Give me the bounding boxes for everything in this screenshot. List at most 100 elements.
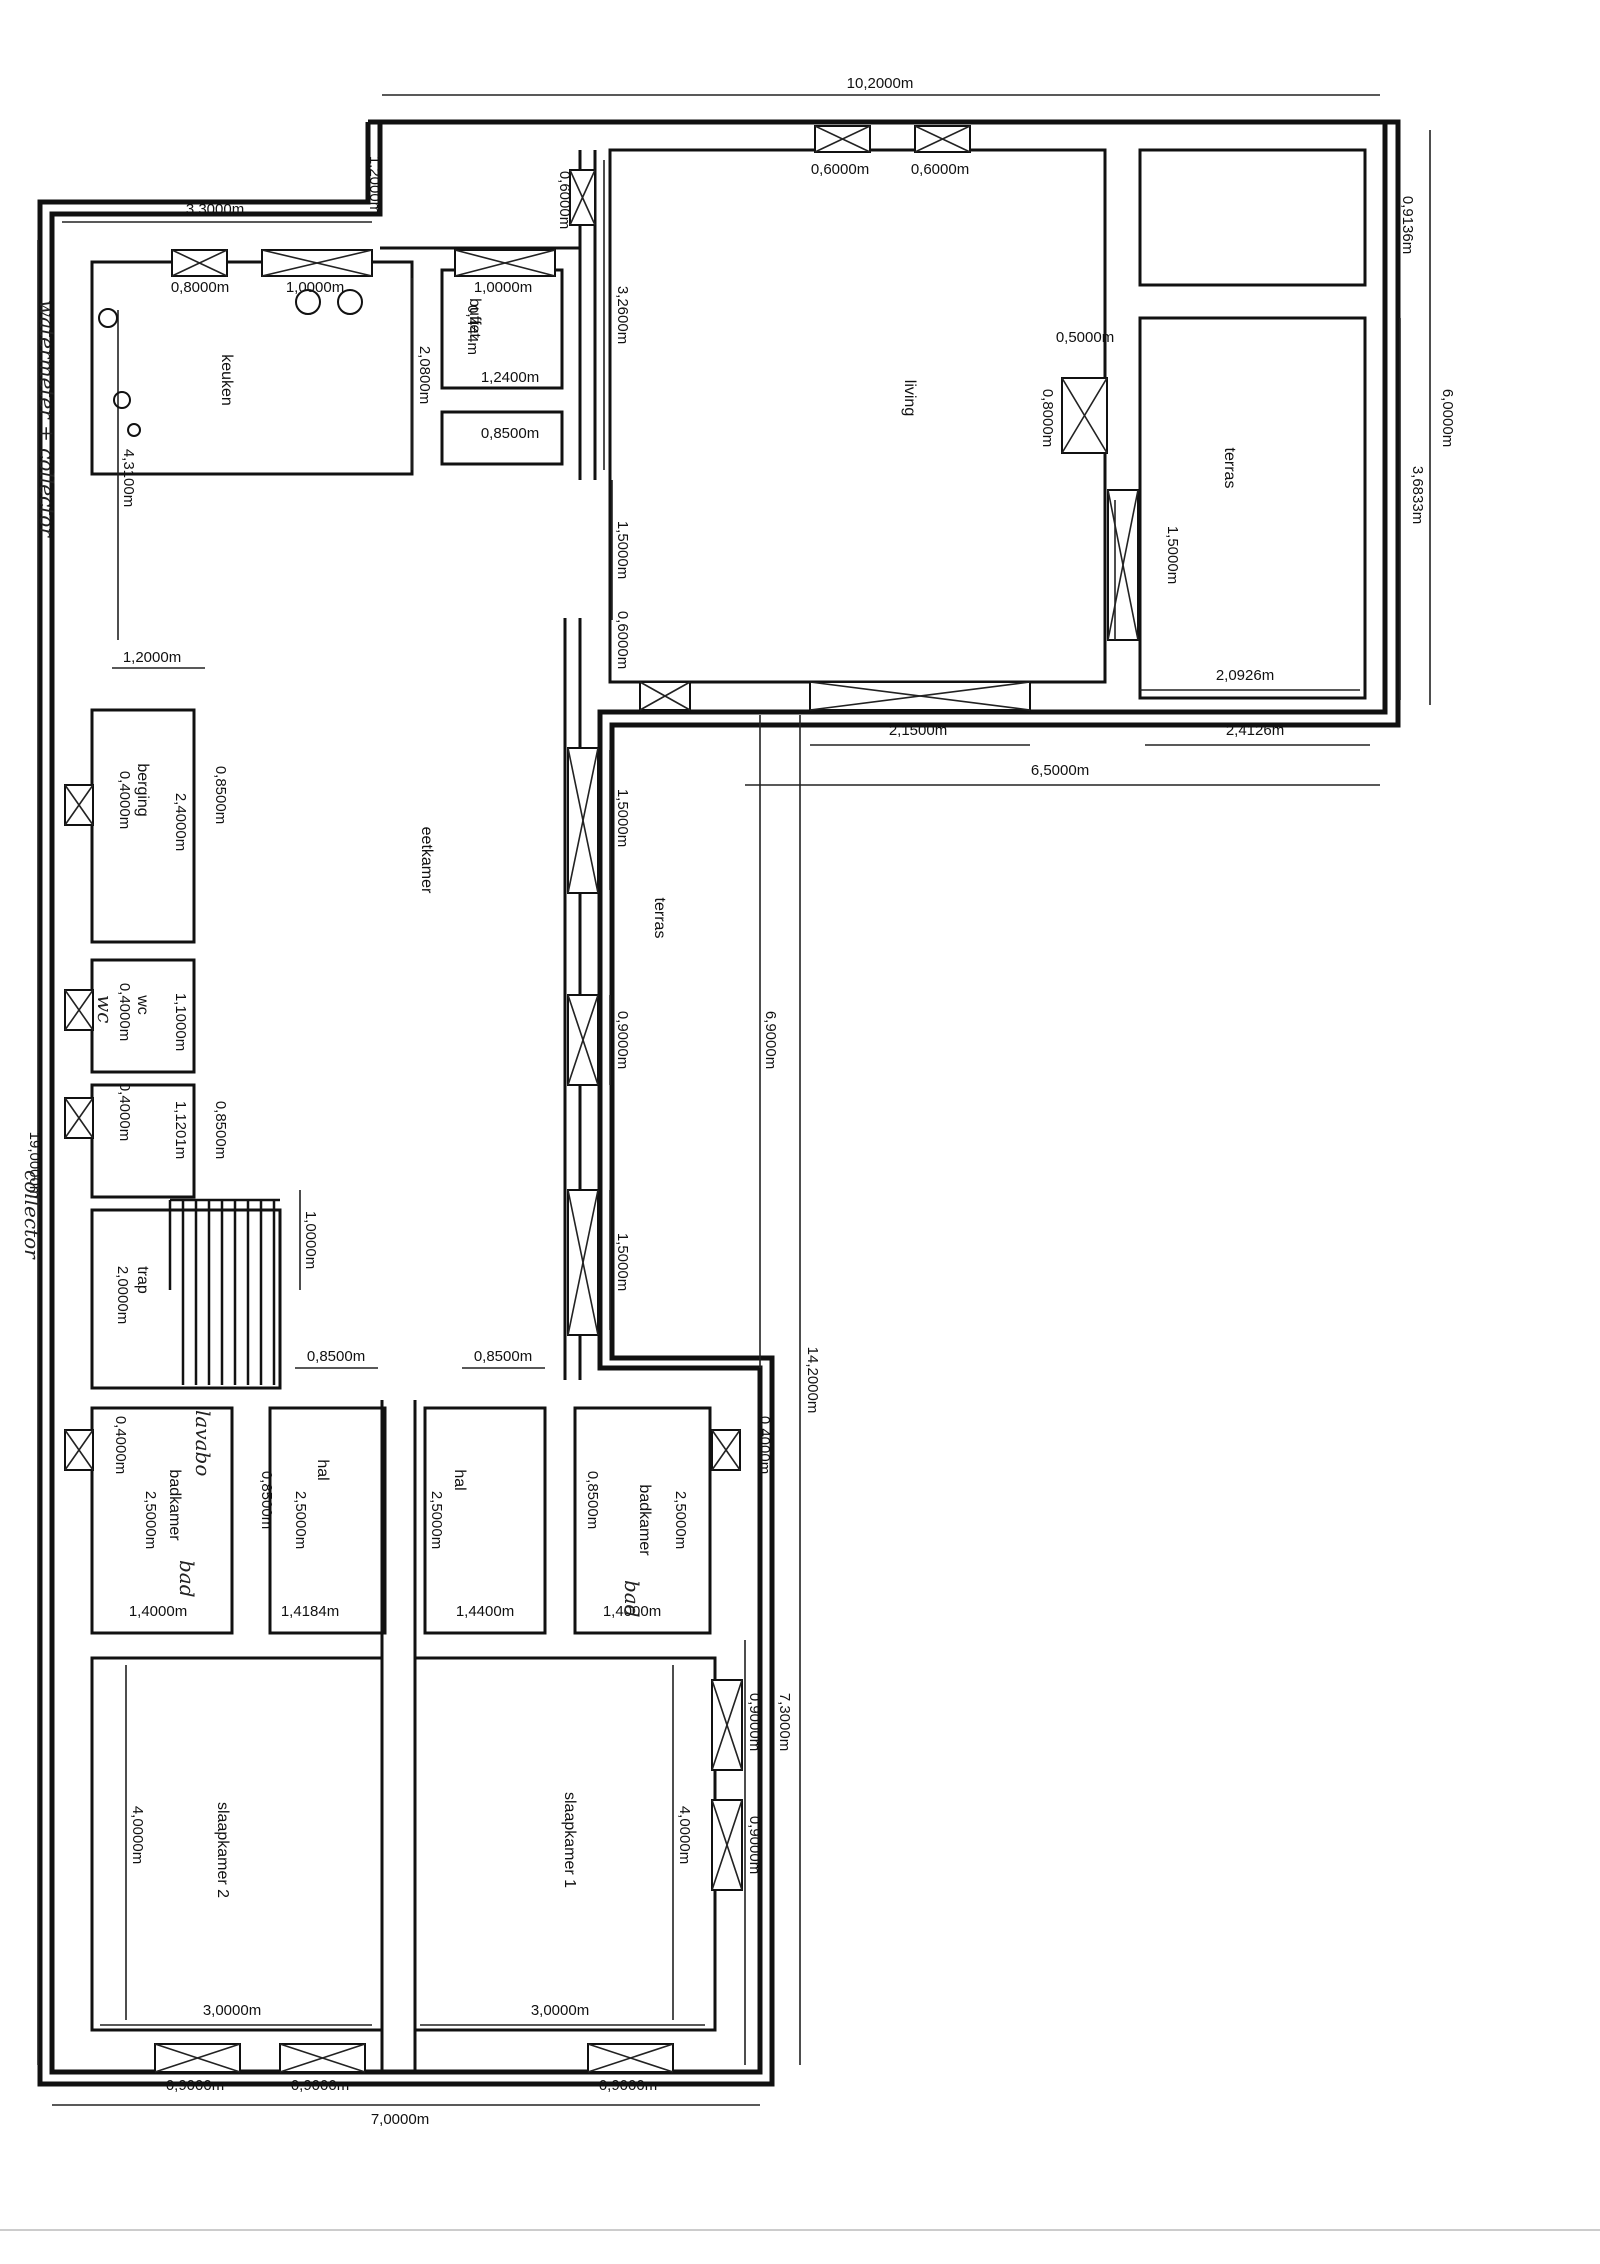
window-top-1 xyxy=(814,125,871,153)
window-wc-2 xyxy=(64,1097,94,1139)
dim-label: 0,9000m xyxy=(746,1693,763,1751)
dim-label: 7,3000m xyxy=(776,1693,793,1751)
note-bad-right: bad xyxy=(620,1580,644,1618)
dim-label: 2,4000m xyxy=(172,793,189,851)
room-hal-right: hal xyxy=(451,1469,468,1490)
window-eet-3 xyxy=(567,1189,599,1336)
dim-label: 3,2600m xyxy=(614,286,631,344)
window-kitchen-2 xyxy=(261,249,373,277)
dim-label: 0,9000m xyxy=(291,2077,349,2094)
dim-label: 0,6000m xyxy=(911,161,969,178)
note-lavabo: lavabo xyxy=(191,1410,215,1476)
dim-label: 4,3100m xyxy=(120,449,137,507)
dim-label: 0,4000m xyxy=(756,1416,773,1474)
inner-walls xyxy=(90,148,1367,2072)
dim-label: 0,8500m xyxy=(212,766,229,824)
stairs xyxy=(168,1198,280,1385)
room-badkamer-right: badkamer xyxy=(636,1484,653,1556)
dim-label: 1,4400m xyxy=(456,1603,514,1620)
note-bad-left: bad xyxy=(175,1560,199,1598)
dim-label: 0,4000m xyxy=(112,1416,129,1474)
note-watermeter: watermeter + collector xyxy=(35,300,59,538)
dim-label: 7,0000m xyxy=(371,2111,429,2128)
dim-label: 1,5000m xyxy=(614,1233,631,1291)
dim-label: 14,2000m xyxy=(804,1347,821,1414)
dim-label: 1,0000m xyxy=(474,279,532,296)
dim-label: 0,8500m xyxy=(212,1101,229,1159)
outer-walls xyxy=(37,119,1401,2087)
window-terras-door xyxy=(1107,489,1139,641)
dim-label: 1,2000m xyxy=(123,649,181,666)
dim-label: 3,6833m xyxy=(1409,466,1426,524)
dim-label: 0,9136m xyxy=(1399,196,1416,254)
dim-label: 0,9000m xyxy=(746,1816,763,1874)
window-living-south xyxy=(809,681,1031,711)
dim-label: 0,9000m xyxy=(166,2077,224,2094)
dim-label: 0,8500m xyxy=(481,425,539,442)
dim-label: 0,9000m xyxy=(614,1011,631,1069)
room-berging: berging xyxy=(134,763,151,816)
room-living: living xyxy=(901,380,918,416)
dimension-labels: 10,2000m 3,3000m 1,2000m 0,6000m 0,6000m… xyxy=(26,75,1456,2128)
window-bottom-3 xyxy=(587,2043,674,2073)
room-wc: wc xyxy=(134,994,151,1015)
dim-label: 3,0000m xyxy=(203,2002,261,2019)
dim-label: 0,4000m xyxy=(116,1083,133,1141)
dimension-lines xyxy=(37,94,1431,2106)
room-keuken: keuken xyxy=(218,354,235,406)
dim-label: 2,5000m xyxy=(292,1491,309,1549)
window-berging xyxy=(64,784,94,826)
dim-label: 0,4000m xyxy=(116,771,133,829)
dim-label: 4,0000m xyxy=(676,1806,693,1864)
dim-label: 0,6000m xyxy=(811,161,869,178)
dim-label: 1,1201m xyxy=(172,1101,189,1159)
window-kitchen-1 xyxy=(171,249,228,277)
room-terras-side: terras xyxy=(651,898,668,939)
dim-label: 0,444m xyxy=(464,305,481,355)
dim-label: 1,5000m xyxy=(614,789,631,847)
dim-label: 0,8500m xyxy=(474,1348,532,1365)
window-bad-left xyxy=(64,1429,94,1471)
dim-label: 1,1000m xyxy=(172,993,189,1051)
room-eetkamer: eetkamer xyxy=(418,827,435,894)
dim-label: 0,9000m xyxy=(599,2077,657,2094)
dim-label: 6,0000m xyxy=(1439,389,1456,447)
window-wc-1 xyxy=(64,989,94,1031)
dim-label: 1,2000m xyxy=(366,156,383,214)
dim-label: 1,4000m xyxy=(129,1603,187,1620)
dim-label: 0,8000m xyxy=(1039,389,1056,447)
dim-label: 1,4184m xyxy=(281,1603,339,1620)
dim-label: 0,8500m xyxy=(258,1471,275,1529)
room-slaapkamer-1: slaapkamer 1 xyxy=(561,1792,578,1888)
dim-label: 2,5000m xyxy=(428,1491,445,1549)
window-eet-1 xyxy=(567,747,599,894)
window-living-east xyxy=(1061,377,1108,454)
dim-label: 0,8500m xyxy=(307,1348,365,1365)
dim-label: 4,0000m xyxy=(129,1806,146,1864)
handwritten-notes: watermeter + collector collector lavabo … xyxy=(20,300,644,1618)
window-slaap1-b xyxy=(711,1799,743,1891)
dim-label: 0,6000m xyxy=(556,171,573,229)
room-terras-top: terras xyxy=(1221,448,1238,489)
dim-label: 2,0000m xyxy=(114,1266,131,1324)
dim-label: 1,0000m xyxy=(302,1211,319,1269)
dim-label: 2,5000m xyxy=(672,1491,689,1549)
dim-label: 0,8500m xyxy=(584,1471,601,1529)
dim-label: 3,3000m xyxy=(186,201,244,218)
dim-label: 1,5000m xyxy=(1164,526,1181,584)
note-wc: wc xyxy=(93,995,117,1023)
dim-label: 0,5000m xyxy=(1056,329,1114,346)
dim-label: 0,8000m xyxy=(171,279,229,296)
dim-label: 10,2000m xyxy=(847,75,914,92)
dim-label: 6,5000m xyxy=(1031,762,1089,779)
window-living-small xyxy=(639,681,691,711)
dim-label: 0,6000m xyxy=(614,611,631,669)
window-bottom-1 xyxy=(154,2043,241,2073)
note-collector: collector xyxy=(20,1170,44,1260)
dim-label: 2,1500m xyxy=(889,722,947,739)
room-hal-left: hal xyxy=(314,1459,331,1480)
dim-label: 2,0926m xyxy=(1216,667,1274,684)
window-buffet xyxy=(454,249,556,277)
dim-label: 3,0000m xyxy=(531,2002,589,2019)
